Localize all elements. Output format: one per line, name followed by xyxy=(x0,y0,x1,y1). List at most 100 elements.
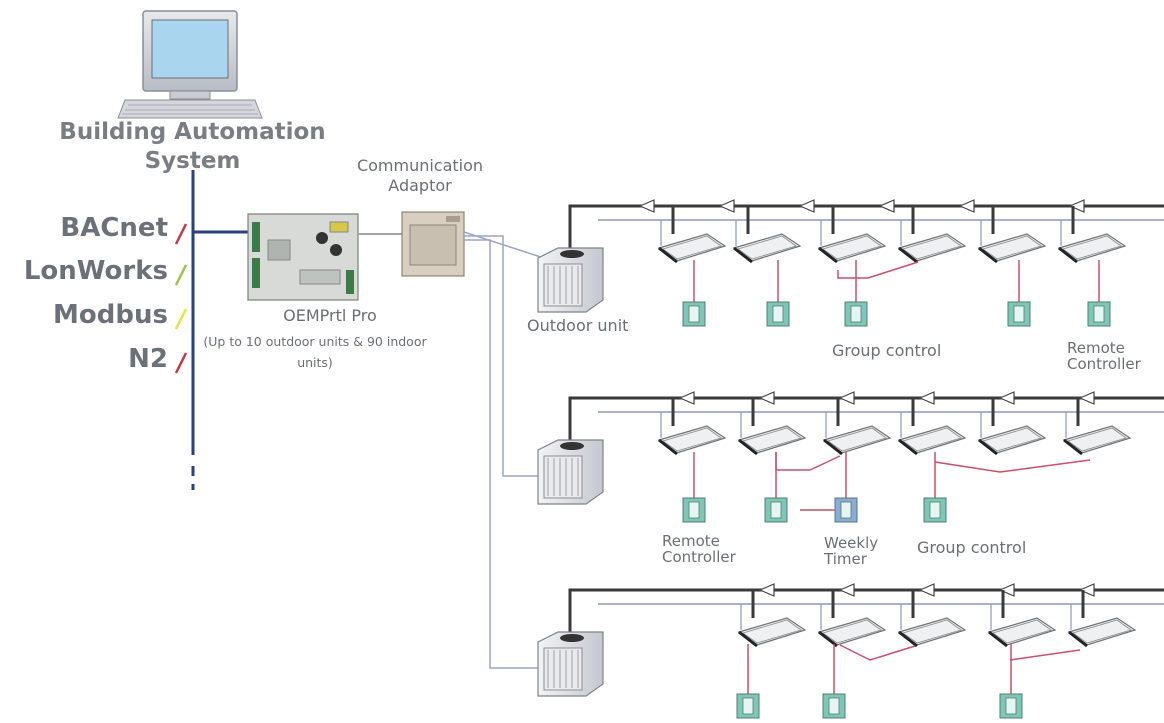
remote-controller-icon xyxy=(999,693,1023,719)
flow-arrow-icon xyxy=(758,391,775,405)
controller-screen xyxy=(1005,697,1017,715)
controller-screen xyxy=(770,501,782,519)
flow-arrow-icon xyxy=(798,199,815,213)
cassette-panel xyxy=(902,427,962,452)
remote-controller-label-row1: Remote Controller xyxy=(1067,340,1141,372)
flow-arrow-icon xyxy=(718,199,735,213)
weekly-timer-label: Weekly Timer xyxy=(824,535,878,567)
remote-controller-line1: Remote xyxy=(662,532,720,550)
cassette-edge xyxy=(988,630,1008,648)
cassette-panel xyxy=(827,427,887,452)
remote-controller-icon xyxy=(736,693,760,719)
controller-screen xyxy=(828,697,840,715)
protocol-lonworks: LonWorks xyxy=(23,256,168,286)
indoor-cassette-icon xyxy=(897,425,967,456)
remote-controller-label-row2: Remote Controller xyxy=(662,533,736,565)
outdoor-unit-icon xyxy=(537,631,604,697)
outdoor-unit-fan xyxy=(560,442,584,450)
remote-controller-icon xyxy=(682,497,706,523)
gateway-name: OEMPrtl Pro xyxy=(283,306,377,325)
controller-screen xyxy=(929,501,941,519)
flow-arrow-icon xyxy=(1078,583,1095,597)
cassette-panel xyxy=(1062,235,1122,260)
cassette-edge xyxy=(818,246,838,264)
protocol-connectors xyxy=(174,223,188,374)
outdoor-unit-fan xyxy=(560,634,584,642)
remote-controller-icon xyxy=(766,301,790,327)
remote-controller-line2: Controller xyxy=(1067,355,1141,373)
flow-arrow-icon xyxy=(918,391,935,405)
controller-screen xyxy=(850,305,862,323)
adaptor-label-line1: Communication xyxy=(356,156,484,175)
group-control-wire xyxy=(1009,649,1081,661)
flow-arrow-icon xyxy=(918,583,935,597)
controller-screen xyxy=(688,305,700,323)
flow-arrow-icon xyxy=(998,583,1015,597)
flow-arrow-icon xyxy=(958,199,975,213)
cassette-edge xyxy=(658,246,678,264)
bas-title-line1: Building Automation xyxy=(59,119,326,145)
cassette-panel xyxy=(902,619,962,644)
adaptor-label-line2: Adaptor xyxy=(388,176,452,195)
gateway-board xyxy=(247,213,359,301)
indoor-cassette-icon xyxy=(897,617,967,648)
indoor-cassette-icon xyxy=(977,233,1047,264)
gateway-note: (Up to 10 outdoor units & 90 indoor unit… xyxy=(203,334,427,370)
outdoor-unit-label: Outdoor unit xyxy=(527,316,629,335)
remote-controller-icon xyxy=(834,497,858,523)
refrigerant-main-line xyxy=(568,396,1164,440)
cassette-edge xyxy=(1068,630,1088,648)
indoor-cassette-icon xyxy=(657,233,727,264)
communication-adaptor xyxy=(401,211,465,277)
weekly-timer-line2: Timer xyxy=(824,550,867,568)
cassette-panel xyxy=(822,619,882,644)
cassette-edge xyxy=(658,438,678,456)
remote-controller-icon xyxy=(822,693,846,719)
remote-controller-icon xyxy=(1007,301,1031,327)
flow-arrow-icon xyxy=(878,199,895,213)
flow-arrow-icon xyxy=(838,583,855,597)
cassette-panel xyxy=(902,235,962,260)
group-control-wire xyxy=(775,452,841,471)
indoor-cassette-icon xyxy=(817,233,887,264)
cassette-edge xyxy=(898,630,918,648)
system-rows xyxy=(537,199,1164,719)
cassette-panel xyxy=(742,619,802,644)
indoor-cassette-icon xyxy=(737,617,807,648)
flow-arrow-icon xyxy=(838,391,855,405)
controller-screen xyxy=(1013,305,1025,323)
protocol-n2: N2 xyxy=(128,344,168,374)
cassette-panel xyxy=(662,427,722,452)
cassette-panel xyxy=(822,235,882,260)
cassette-panel xyxy=(1072,619,1132,644)
flow-arrow-icon xyxy=(758,583,775,597)
outdoor-unit-icon xyxy=(537,247,604,313)
outdoor-unit-grille xyxy=(543,647,583,691)
bas-title-line2: System xyxy=(144,148,241,174)
indoor-cassette-icon xyxy=(822,425,892,456)
cassette-panel xyxy=(992,619,1052,644)
bas-bus xyxy=(191,170,248,490)
remote-controller-icon xyxy=(1087,301,1111,327)
group-control-wire xyxy=(839,644,916,661)
controller-screen xyxy=(840,501,852,519)
cassette-edge xyxy=(733,246,753,264)
outdoor-unit-icon xyxy=(537,439,604,505)
indoor-cassette-icon xyxy=(897,233,967,264)
controller-screen xyxy=(688,501,700,519)
indoor-cassette-icon xyxy=(817,617,887,648)
cassette-panel xyxy=(737,235,797,260)
cassette-edge xyxy=(823,438,843,456)
cassette-edge xyxy=(738,438,758,456)
cassette-panel xyxy=(1067,427,1127,452)
computer-icon xyxy=(117,10,263,119)
remote-controller-icon xyxy=(764,497,788,523)
indoor-cassette-icon xyxy=(987,617,1057,648)
controller-screen xyxy=(742,697,754,715)
cassette-panel xyxy=(982,427,1042,452)
indoor-cassette-icon xyxy=(1057,233,1127,264)
cassette-edge xyxy=(898,246,918,264)
protocol-modbus: Modbus xyxy=(53,300,168,330)
indoor-cassette-icon xyxy=(1062,425,1132,456)
